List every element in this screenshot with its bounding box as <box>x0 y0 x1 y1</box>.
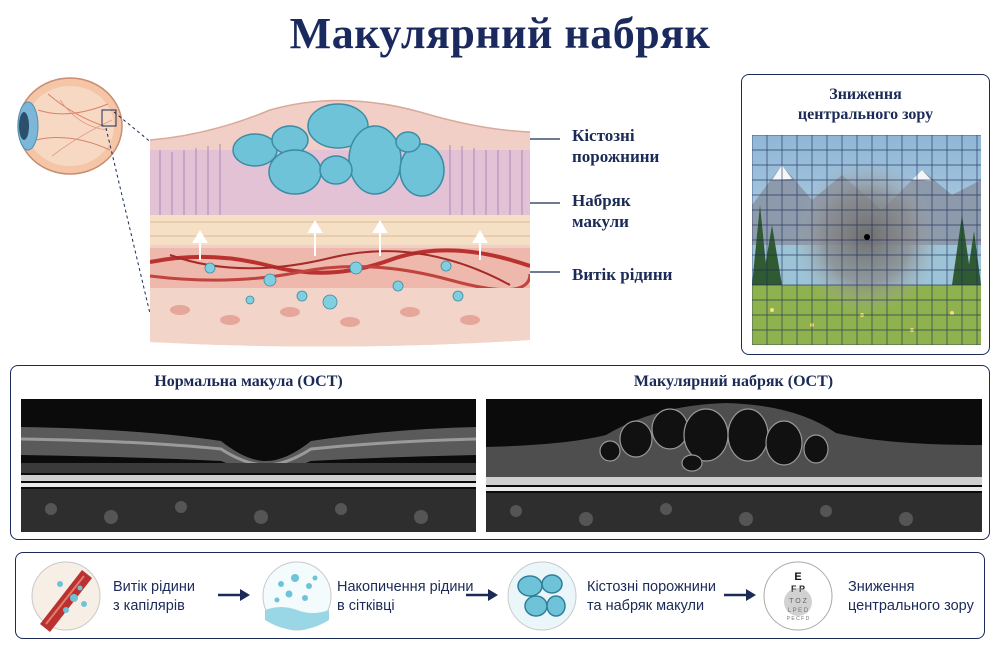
step-line: Зниження <box>848 579 915 595</box>
vision-loss-panel: Зниження центрального зору <box>741 74 990 355</box>
label-macular-edema: Набряк макули <box>572 190 631 232</box>
label-fluid-leak: Витік рідини <box>572 265 673 284</box>
label-line: макули <box>572 212 629 231</box>
step-3-text: Кістозні порожнини та набряк макули <box>587 578 716 616</box>
page-title: Макулярний набряк <box>289 9 711 58</box>
step-line: Накопичення рідини <box>337 579 474 595</box>
oct-normal-scan <box>21 399 476 532</box>
step-line: Витік рідини <box>113 579 195 595</box>
cyst-cavities-icon <box>507 561 577 631</box>
step-2-text: Накопичення рідини в сітківці <box>337 578 474 616</box>
step-line: в сітківці <box>337 598 395 614</box>
step-4-text: Зниження центрального зору <box>848 578 974 616</box>
arrow-right-icon <box>724 589 756 601</box>
label-line: Набряк <box>572 191 631 210</box>
eye-icon <box>17 77 123 175</box>
label-line: порожнини <box>572 147 660 166</box>
oct-comparison-panel: Нормальна макула (OCT) Макулярний набряк… <box>10 365 990 540</box>
retina-cross-section <box>150 99 530 347</box>
step-line: Кістозні порожнини <box>587 579 716 595</box>
step-line: з капілярів <box>113 598 185 614</box>
eye-chart-row: L P E D <box>788 608 809 614</box>
vision-title-line: Зниження <box>829 86 902 103</box>
label-cystic-cavities: Кістозні порожнини <box>572 125 659 167</box>
eye-chart-row: T O Z <box>789 598 807 605</box>
arrow-right-icon <box>466 589 498 601</box>
oct-edema-caption: Макулярний набряк (OCT) <box>633 373 834 390</box>
step-line: центрального зору <box>848 598 974 614</box>
step-line: та набряк макули <box>587 598 705 614</box>
eye-chart-icon: E F P T O Z L P E D P E C F D <box>763 561 833 631</box>
fluid-accumulation-icon <box>262 561 332 631</box>
arrow-right-icon <box>218 589 250 601</box>
capillary-leak-icon <box>31 561 101 632</box>
pathogenesis-steps-panel: Витік рідини з капілярів Накопичення рід… <box>15 552 985 639</box>
label-line: Кістозні <box>572 126 635 145</box>
vision-title-line: центрального зору <box>797 106 934 123</box>
step-1-text: Витік рідини з капілярів <box>113 578 195 616</box>
oct-edema-scan <box>486 399 982 532</box>
eye-chart-row: P E C F D <box>787 616 810 622</box>
eye-chart-row: F P <box>791 584 805 594</box>
oct-normal-caption: Нормальна макула (OCT) <box>154 373 343 390</box>
amsler-grid-landscape <box>752 135 981 345</box>
vision-panel-title: Зниження центрального зору <box>742 85 989 125</box>
eye-chart-row: E <box>794 571 801 583</box>
